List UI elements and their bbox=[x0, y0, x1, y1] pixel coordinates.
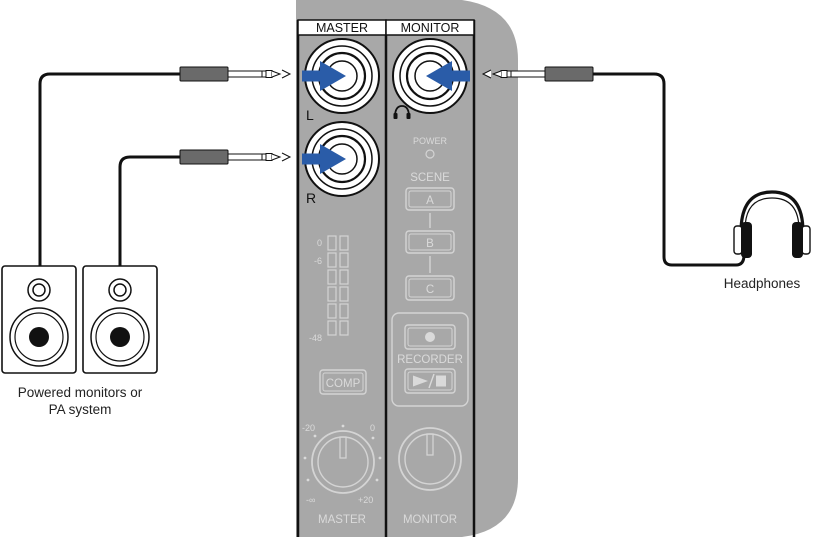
scene-a-button[interactable]: A bbox=[405, 187, 455, 211]
svg-text:COMP: COMP bbox=[326, 378, 361, 390]
headphones-device-icon bbox=[733, 190, 811, 258]
recorder-label: RECORDER bbox=[397, 354, 463, 366]
master-knob-label: MASTER bbox=[318, 514, 366, 526]
svg-text:0: 0 bbox=[317, 238, 322, 248]
svg-text:-20: -20 bbox=[302, 423, 315, 433]
svg-text:C: C bbox=[426, 284, 434, 296]
record-button[interactable] bbox=[404, 324, 456, 350]
svg-text:MASTER: MASTER bbox=[316, 21, 368, 35]
svg-text:-48: -48 bbox=[309, 333, 322, 343]
jack-label-r: R bbox=[306, 190, 316, 206]
arrow-to-master-r bbox=[302, 144, 346, 174]
speaker-left-icon bbox=[1, 265, 77, 374]
headphones-caption: Headphones bbox=[723, 276, 801, 291]
headphones-cable bbox=[481, 66, 746, 267]
monitor-cable-l bbox=[38, 66, 292, 266]
master-knob[interactable]: -20 0 -∞ +20 bbox=[302, 423, 382, 505]
svg-text:A: A bbox=[426, 195, 434, 207]
arrow-to-master-l bbox=[302, 61, 346, 91]
power-led bbox=[425, 149, 435, 159]
power-label: POWER bbox=[413, 136, 448, 146]
recorder-section: RECORDER bbox=[391, 312, 469, 407]
svg-text:+20: +20 bbox=[358, 495, 373, 505]
scene-label: SCENE bbox=[410, 172, 450, 184]
monitor-cable-r bbox=[118, 149, 292, 266]
svg-text:-6: -6 bbox=[314, 256, 322, 266]
svg-text:B: B bbox=[426, 238, 434, 250]
scene-c-button[interactable]: C bbox=[405, 275, 455, 301]
monitor-knob[interactable] bbox=[398, 427, 462, 491]
monitor-knob-label: MONITOR bbox=[403, 514, 457, 526]
scene-b-button[interactable]: B bbox=[405, 230, 455, 254]
svg-text:-∞: -∞ bbox=[306, 495, 315, 505]
monitors-caption: Powered monitors or PA system bbox=[17, 385, 143, 417]
jack-label-l: L bbox=[306, 107, 314, 123]
record-icon bbox=[425, 332, 435, 342]
headphones-icon bbox=[393, 105, 411, 119]
comp-button[interactable]: COMP bbox=[319, 369, 367, 395]
play-stop-icon bbox=[413, 373, 446, 389]
svg-text:0: 0 bbox=[370, 423, 375, 433]
monitor-header: MONITOR bbox=[385, 19, 475, 36]
level-meter: 0 -6 -48 bbox=[309, 235, 349, 343]
arrow-to-monitor-jack bbox=[426, 61, 470, 91]
svg-text:MONITOR: MONITOR bbox=[401, 21, 460, 35]
speaker-right-icon bbox=[82, 265, 158, 374]
play-stop-button[interactable] bbox=[404, 368, 456, 394]
master-header: MASTER bbox=[297, 19, 387, 36]
